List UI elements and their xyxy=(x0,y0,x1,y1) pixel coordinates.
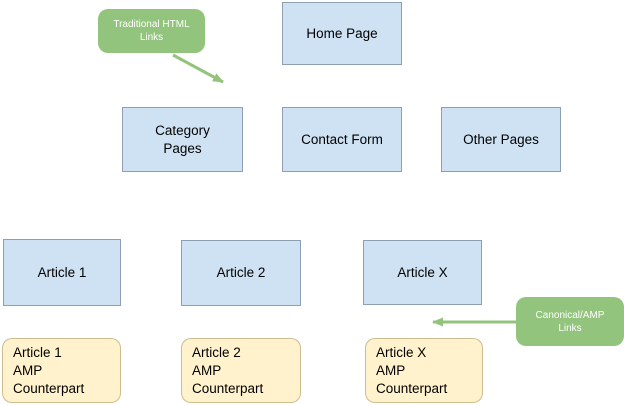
node-label: Article X xyxy=(397,264,448,280)
node-label: Contact Form xyxy=(301,131,383,147)
node-article-x-amp-counterpart: Article X AMP Counterpart xyxy=(365,338,483,403)
node-label: Home Page xyxy=(306,25,378,41)
node-article-1: Article 1 xyxy=(3,239,121,306)
annotation-canonical-amp-links: Canonical/AMP Links xyxy=(516,297,624,346)
node-category-pages: Category Pages xyxy=(122,107,243,172)
node-label: Article 1 AMP Counterpart xyxy=(13,344,85,396)
node-article-1-amp-counterpart: Article 1 AMP Counterpart xyxy=(2,338,121,403)
node-contact-form: Contact Form xyxy=(282,107,402,172)
arrow-traditional-links xyxy=(172,53,224,84)
node-label: Other Pages xyxy=(463,131,539,147)
node-label: Article 1 xyxy=(37,264,87,280)
node-article-2: Article 2 xyxy=(181,240,301,306)
node-label: Article X AMP Counterpart xyxy=(376,344,448,396)
annotation-traditional-html-links: Traditional HTML Links xyxy=(98,9,205,53)
node-label: Category Pages xyxy=(155,122,210,156)
node-article-2-amp-counterpart: Article 2 AMP Counterpart xyxy=(181,338,301,403)
node-other-pages: Other Pages xyxy=(441,107,561,172)
node-home-page: Home Page xyxy=(282,2,402,65)
node-label: Article 2 xyxy=(216,265,266,280)
node-label: Article 2 AMP Counterpart xyxy=(192,344,264,396)
node-article-x: Article X xyxy=(363,240,482,305)
